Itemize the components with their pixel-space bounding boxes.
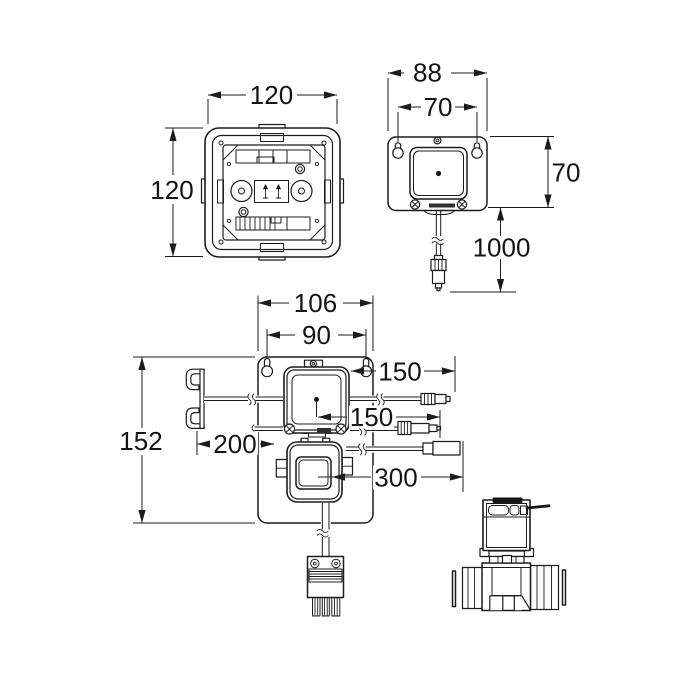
sensor-unit-eye-dot <box>314 397 319 402</box>
dim-plate-hole-spacing: 90 <box>266 320 367 357</box>
dim-plate-height-label: 152 <box>119 426 162 456</box>
dim-sensor-hole-spacing: 70 <box>397 92 478 142</box>
dim-plate-width-label: 106 <box>294 288 337 318</box>
solenoid-coil <box>482 497 551 552</box>
dim-sensor-cable-length-label: 1000 <box>473 233 531 263</box>
installation-assembly: 106 90 152 200 150 <box>118 288 464 617</box>
screw-top-center <box>433 136 442 145</box>
cable-valve <box>346 440 461 456</box>
dim-housing-width: 120 <box>207 80 338 124</box>
cable-middle-connector <box>397 420 442 436</box>
sensor-unit-window <box>291 374 342 425</box>
screw-bottom-left <box>238 206 249 218</box>
dim-plate-width: 106 <box>257 288 374 351</box>
dim-sensor-hole-spacing-label: 70 <box>424 92 453 122</box>
dim-plate-hole-spacing-label: 90 <box>302 320 331 350</box>
coil-top-cap <box>492 497 523 503</box>
sensor-screw-bottom-left <box>409 199 421 210</box>
dim-sensor-plate-height-label: 70 <box>552 158 581 188</box>
housing-top-rail <box>235 149 311 164</box>
dim-housing-height: 120 <box>150 127 203 257</box>
dim-cable-middle-length: 150 <box>316 401 441 438</box>
plaster-tab-top <box>260 133 284 142</box>
gasket-right <box>561 569 567 606</box>
sensor-ir-strip <box>429 203 455 208</box>
dim-housing-height-label: 120 <box>150 175 193 205</box>
dim-plate-height: 152 <box>118 356 255 524</box>
module-clip-left <box>275 458 288 478</box>
dim-cable-valve-length-label: 300 <box>374 463 417 493</box>
sensor-front-view: 88 70 70 1000 <box>387 58 581 293</box>
valve-body <box>481 562 532 612</box>
dim-sensor-plate-height: 70 <box>488 136 581 208</box>
gasket-left <box>451 570 457 608</box>
module-power-cable <box>316 502 331 557</box>
cable-valve-connector <box>422 440 461 456</box>
housing-inner-frame <box>211 134 334 251</box>
screw-top-right <box>294 163 306 175</box>
housing-bottom-rail <box>235 216 311 231</box>
cable-top-connector <box>420 392 451 406</box>
module-window <box>295 456 332 490</box>
adjust-arrow-up-icon <box>262 184 269 199</box>
union-nut-left <box>461 566 484 610</box>
dim-housing-width-label: 120 <box>250 80 293 110</box>
union-nut-right <box>526 562 560 611</box>
wall-bracket <box>185 368 205 430</box>
cable-break-icon <box>431 236 444 246</box>
sensor-unit <box>283 359 350 438</box>
solenoid-valve <box>451 497 567 612</box>
sensor-eye-dot <box>435 170 442 177</box>
sensor-screw-bottom-right <box>456 199 468 210</box>
dim-sensor-plate-width: 88 <box>387 58 488 131</box>
sensor-window <box>409 146 468 200</box>
housing-outline <box>204 127 341 258</box>
housing-back-view: 120 120 <box>150 80 345 261</box>
valve-flange <box>479 547 535 564</box>
dim-bracket-distance: 200 <box>196 429 274 459</box>
sensor-screw-right <box>335 423 347 435</box>
coil-wire <box>525 504 551 510</box>
dim-sensor-cable-length: 1000 <box>450 207 531 293</box>
sensor-screw-left <box>283 423 296 435</box>
dim-sensor-plate-width-label: 88 <box>413 58 442 88</box>
left-dial <box>230 179 253 203</box>
control-module <box>275 437 354 503</box>
mains-plug-connector <box>306 555 345 617</box>
adjust-arrow-up-icon <box>275 184 282 199</box>
cable-break-icon <box>358 443 367 456</box>
dim-cable-top-length-label: 150 <box>378 357 421 387</box>
right-dial <box>290 179 313 203</box>
sensor-bottom-clip <box>423 210 456 215</box>
sensor-power-cable <box>430 210 447 292</box>
dim-bracket-distance-label: 200 <box>213 429 256 459</box>
cable-break-icon <box>316 528 329 538</box>
cable-break-icon <box>247 393 257 406</box>
dim-cable-valve-length: 300 <box>318 441 464 493</box>
plug-pins <box>312 597 341 617</box>
sensor-top-clip <box>303 359 324 368</box>
plate-keyhole-left-icon <box>261 357 274 378</box>
plaster-tab-bottom <box>260 243 284 252</box>
cable-jack-connector <box>430 254 447 292</box>
cable-top <box>204 392 451 406</box>
module-clip-right <box>341 456 354 476</box>
valve-outlet-tab <box>502 595 515 611</box>
keyhole-right-icon <box>471 142 483 159</box>
cable-break-icon <box>376 393 385 406</box>
sensor-bottom-latch <box>302 428 333 438</box>
dim-cable-top-length: 150 <box>351 356 456 392</box>
keyhole-left-icon <box>392 142 404 159</box>
adjuster-box <box>254 180 289 203</box>
housing-mechanism-panel <box>217 144 331 241</box>
dim-cable-middle-length-label: 150 <box>350 402 393 432</box>
